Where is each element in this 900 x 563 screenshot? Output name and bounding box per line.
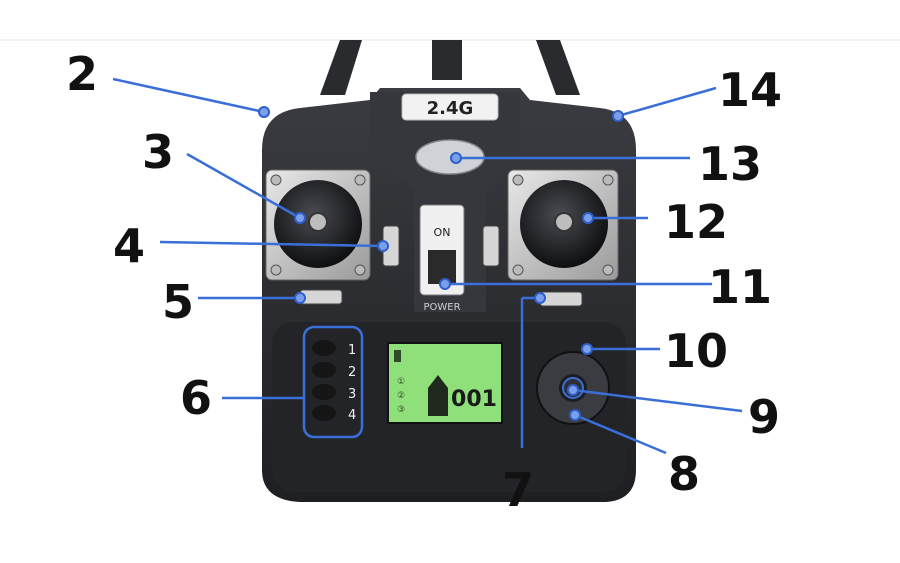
lcd-counter: 001 xyxy=(451,387,497,412)
button-number-2: 2 xyxy=(348,365,356,380)
switch-on-label: ON xyxy=(434,226,451,239)
function-buttons: 1 2 3 4 xyxy=(302,325,364,439)
right-horizontal-trim[interactable] xyxy=(539,291,583,307)
lcd-channel-3: ③ xyxy=(397,405,405,415)
lcd-channel-2: ② xyxy=(397,391,405,401)
callout-9: 9 xyxy=(748,390,780,444)
callout-6: 6 xyxy=(180,371,212,425)
band-badge: 2.4G xyxy=(401,93,499,121)
callout-11: 11 xyxy=(708,260,772,314)
switch-power-label: POWER xyxy=(423,302,460,313)
callout-12: 12 xyxy=(664,195,728,249)
right-stick[interactable] xyxy=(507,169,619,281)
callout-13: 13 xyxy=(698,137,762,191)
callout-4: 4 xyxy=(113,219,145,273)
battery-icon xyxy=(394,350,401,362)
function-button-4[interactable] xyxy=(312,405,336,421)
callout-10: 10 xyxy=(664,324,728,378)
callout-8: 8 xyxy=(668,447,700,501)
left-horizontal-trim[interactable] xyxy=(299,289,343,305)
callout-7: 7 xyxy=(502,463,534,517)
band-badge-label: 2.4G xyxy=(427,98,474,119)
button-number-4: 4 xyxy=(348,408,356,423)
button-number-1: 1 xyxy=(348,343,356,358)
power-switch[interactable]: ON xyxy=(419,204,465,296)
callout-14: 14 xyxy=(718,63,782,117)
callout-lines xyxy=(112,77,743,455)
function-button-3[interactable] xyxy=(312,384,336,400)
callout-5: 5 xyxy=(162,275,194,329)
lcd-channel-1: ① xyxy=(397,377,405,387)
left-stick[interactable] xyxy=(265,169,371,281)
antenna-handle xyxy=(320,40,580,95)
button-number-3: 3 xyxy=(348,387,356,402)
callout-numbers: 2 3 4 5 6 7 8 9 10 11 12 13 14 xyxy=(66,47,782,517)
function-button-2[interactable] xyxy=(312,362,336,378)
boat-icon xyxy=(428,375,448,416)
callout-2: 2 xyxy=(66,47,98,101)
function-button-1[interactable] xyxy=(312,340,336,356)
callout-3: 3 xyxy=(142,125,174,179)
right-vertical-trim[interactable] xyxy=(482,225,500,267)
lcd-screen: ① ② ③ 001 xyxy=(387,342,503,424)
